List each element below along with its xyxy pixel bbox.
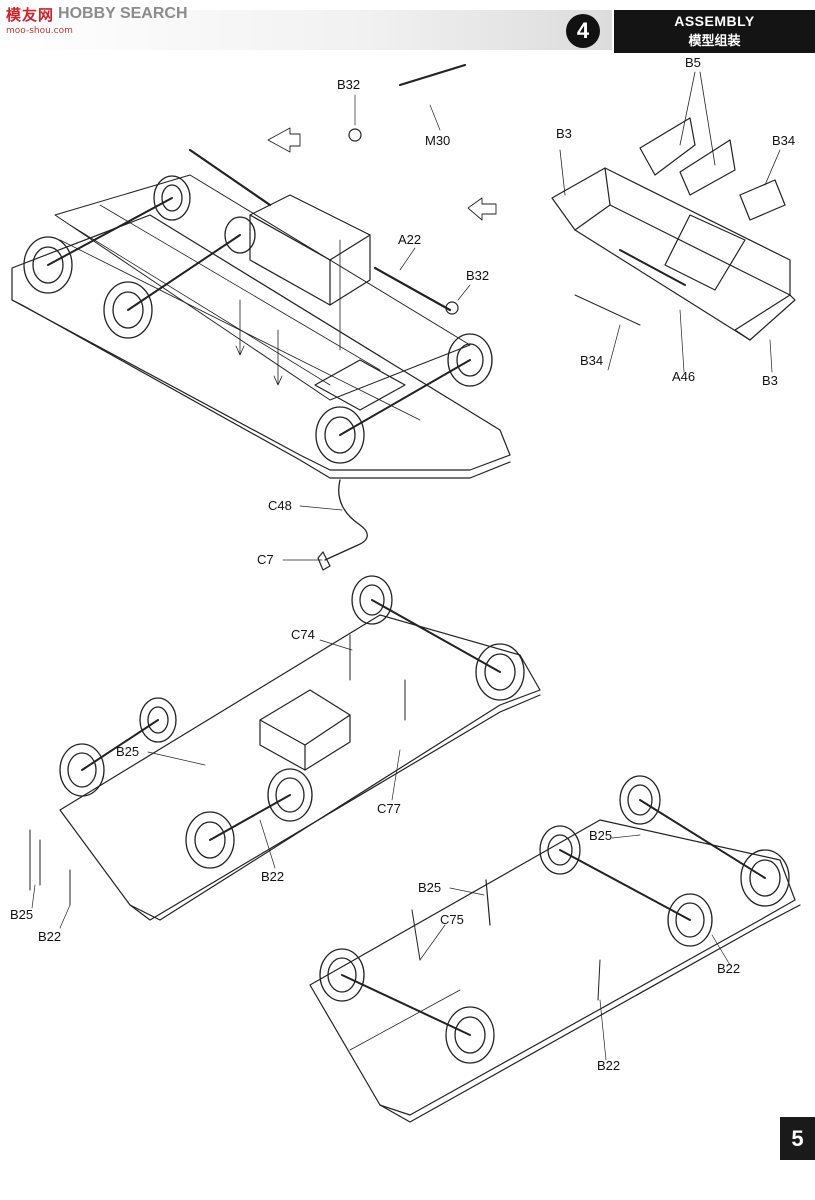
callout-b22-bottom: B22 [597, 1058, 621, 1073]
callout-b22-left: B22 [38, 929, 62, 944]
header-band [0, 10, 612, 50]
step-number-badge: 4 [566, 14, 600, 48]
callout-b25-right: B25 [418, 880, 442, 895]
section-title-cn: 模型组装 [688, 34, 741, 49]
watermark-url: moo-shou.com [6, 26, 73, 36]
callout-c7: C7 [257, 552, 274, 567]
callout-c75: C75 [440, 912, 464, 927]
callout-m30: M30 [425, 133, 451, 148]
callout-b22-right: B22 [717, 961, 741, 976]
callout-b25-right-top: B25 [589, 828, 613, 843]
callout-c77: C77 [377, 801, 401, 816]
fender-diagram [551, 71, 796, 341]
callout-c48: C48 [268, 498, 292, 513]
callout-b34-bottom: B34 [580, 353, 604, 368]
leader-lines [31, 94, 773, 1061]
callout-b25-mid: B25 [116, 744, 140, 759]
watermark: 模友网 HOBBY SEARCH moo-shou.com [6, 4, 188, 38]
chassis-diagram-top [11, 63, 511, 571]
page-number: 5 [780, 1117, 815, 1160]
callout-b5: B5 [685, 55, 701, 70]
chassis-diagram-bottom [309, 775, 801, 1123]
callout-b32-mid: B32 [466, 268, 490, 283]
watermark-brand: HOBBY SEARCH [58, 5, 188, 22]
watermark-logo: 模友网 [6, 6, 55, 24]
callout-b3-bottom: B3 [762, 373, 778, 388]
callout-b3-top: B3 [556, 126, 572, 141]
callout-b25-left: B25 [10, 907, 34, 922]
callout-b22-mid: B22 [261, 869, 285, 884]
callout-b32-top: B32 [337, 77, 361, 92]
callout-b34-top: B34 [772, 133, 796, 148]
callout-c74: C74 [291, 627, 315, 642]
section-title-en: ASSEMBLY [674, 13, 755, 29]
section-header: ASSEMBLY 模型组装 [614, 10, 815, 53]
chassis-diagram-middle [29, 575, 541, 921]
callout-a22: A22 [398, 232, 422, 247]
callout-a46: A46 [672, 369, 696, 384]
